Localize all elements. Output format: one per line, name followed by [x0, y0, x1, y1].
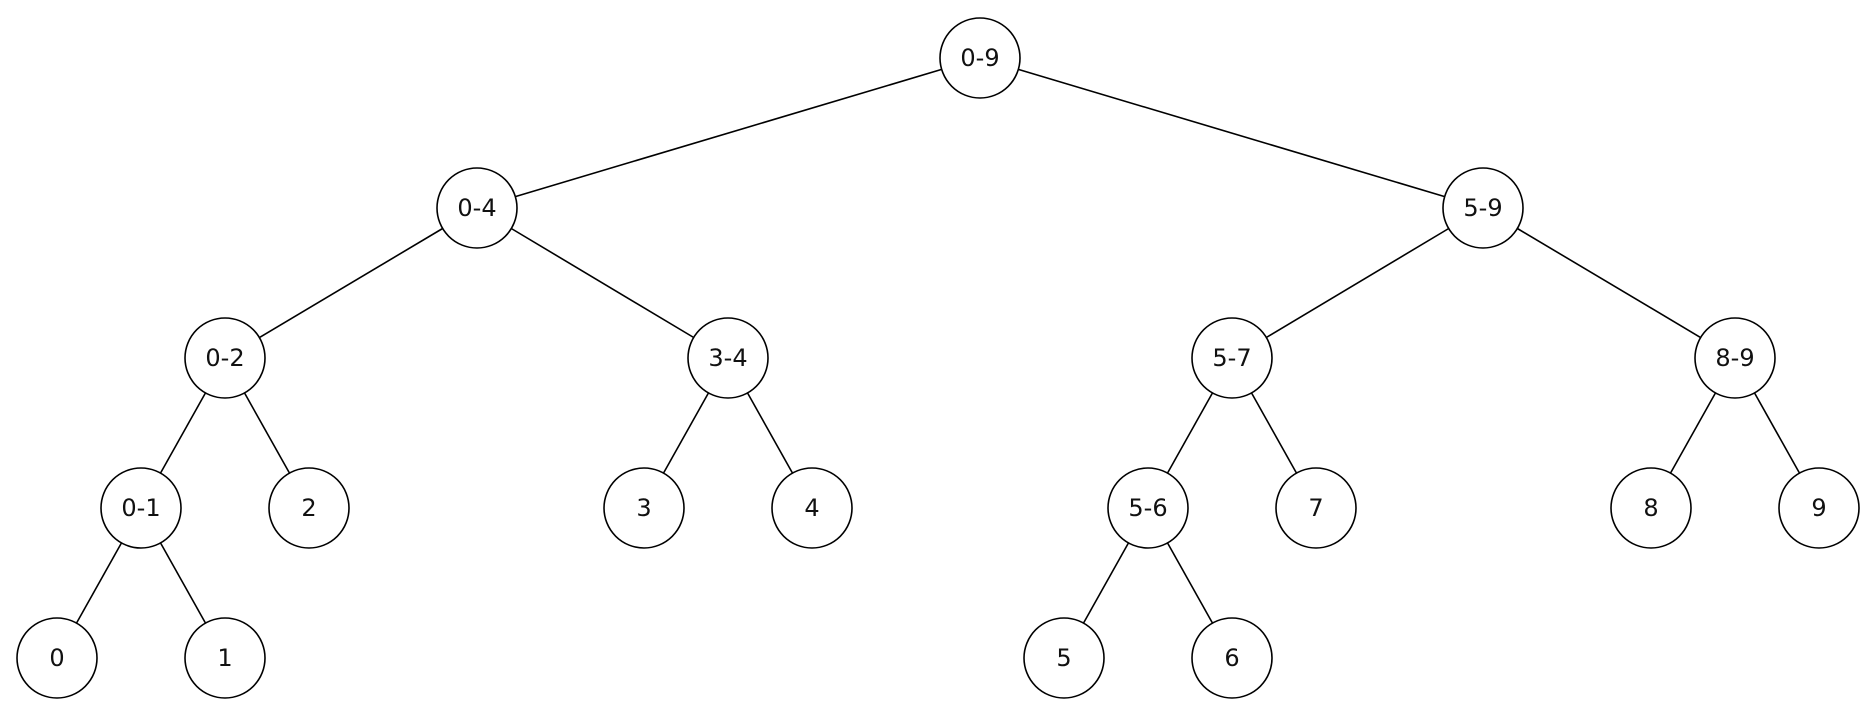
tree-node-5-9: 5-9: [1442, 167, 1524, 249]
node-circle: [184, 317, 266, 399]
tree-node-7: 7: [1275, 467, 1357, 549]
node-label: 2: [301, 494, 316, 522]
tree-node-9: 9: [1778, 467, 1860, 549]
edge-5-6-to-5: [1082, 542, 1130, 624]
tree-node-8: 8: [1610, 467, 1692, 549]
edge-5-9-to-8-9: [1516, 227, 1702, 339]
edge-0-4-to-3-4: [510, 227, 695, 339]
node-label: 8-9: [1715, 344, 1754, 372]
node-label: 6: [1224, 644, 1239, 672]
tree-node-1: 1: [184, 617, 266, 699]
node-label: 5-6: [1128, 494, 1167, 522]
node-circle: [939, 17, 1021, 99]
tree-node-0-1: 0-1: [100, 467, 182, 549]
node-circle: [1275, 467, 1357, 549]
node-circle: [16, 617, 98, 699]
node-label: 7: [1308, 494, 1323, 522]
node-circle: [1023, 617, 1105, 699]
node-label: 3-4: [708, 344, 747, 372]
node-circle: [603, 467, 685, 549]
node-circle: [771, 467, 853, 549]
edge-0-9-to-0-4: [515, 68, 942, 198]
edge-0-9-to-5-9: [1018, 68, 1445, 198]
node-circle: [687, 317, 769, 399]
edge-5-7-to-5-6: [1166, 392, 1214, 474]
tree-node-5-6: 5-6: [1107, 467, 1189, 549]
edge-0-2-to-2: [243, 392, 291, 474]
node-label: 4: [804, 494, 819, 522]
node-circle: [436, 167, 518, 249]
node-circle: [1191, 617, 1273, 699]
node-label: 0-1: [121, 494, 160, 522]
node-circle: [1610, 467, 1692, 549]
node-circle: [1442, 167, 1524, 249]
tree-node-8-9: 8-9: [1694, 317, 1776, 399]
node-label: 1: [217, 644, 232, 672]
node-label: 9: [1811, 494, 1826, 522]
tree-node-0-2: 0-2: [184, 317, 266, 399]
edge-0-1-to-0: [75, 542, 123, 624]
tree-node-0-9: 0-9: [939, 17, 1021, 99]
edges-layer: [75, 68, 1801, 624]
tree-node-4: 4: [771, 467, 853, 549]
node-label: 0-9: [960, 44, 999, 72]
node-circle: [1694, 317, 1776, 399]
tree-node-3: 3: [603, 467, 685, 549]
node-circle: [268, 467, 350, 549]
edge-5-9-to-5-7: [1265, 227, 1450, 339]
edge-0-1-to-1: [159, 542, 207, 624]
node-label: 0-2: [205, 344, 244, 372]
node-label: 0: [49, 644, 64, 672]
tree-node-5: 5: [1023, 617, 1105, 699]
node-circle: [1778, 467, 1860, 549]
edge-5-6-to-6: [1166, 542, 1214, 624]
node-circle: [100, 467, 182, 549]
node-circle: [184, 617, 266, 699]
node-label: 0-4: [457, 194, 496, 222]
tree-node-0-4: 0-4: [436, 167, 518, 249]
tree-node-3-4: 3-4: [687, 317, 769, 399]
node-circle: [1191, 317, 1273, 399]
node-label: 5-7: [1212, 344, 1251, 372]
node-label: 5: [1056, 644, 1071, 672]
edge-8-9-to-8: [1669, 392, 1717, 474]
tree-node-0: 0: [16, 617, 98, 699]
tree-node-6: 6: [1191, 617, 1273, 699]
node-label: 5-9: [1463, 194, 1502, 222]
edge-3-4-to-4: [746, 392, 794, 474]
edge-0-2-to-0-1: [159, 392, 207, 474]
nodes-layer: 0-9 0-4 5-9 0-2 3-4 5-7 8-9 0-1 2 3 4 5-6 7 8 9 0 1 5 6: [16, 17, 1860, 699]
edge-5-7-to-7: [1250, 392, 1298, 474]
edge-8-9-to-9: [1753, 392, 1801, 474]
edge-3-4-to-3: [662, 392, 710, 474]
edge-0-4-to-0-2: [258, 227, 444, 339]
node-circle: [1107, 467, 1189, 549]
tree-node-2: 2: [268, 467, 350, 549]
node-label: 8: [1643, 494, 1658, 522]
node-label: 3: [636, 494, 651, 522]
tree-node-5-7: 5-7: [1191, 317, 1273, 399]
